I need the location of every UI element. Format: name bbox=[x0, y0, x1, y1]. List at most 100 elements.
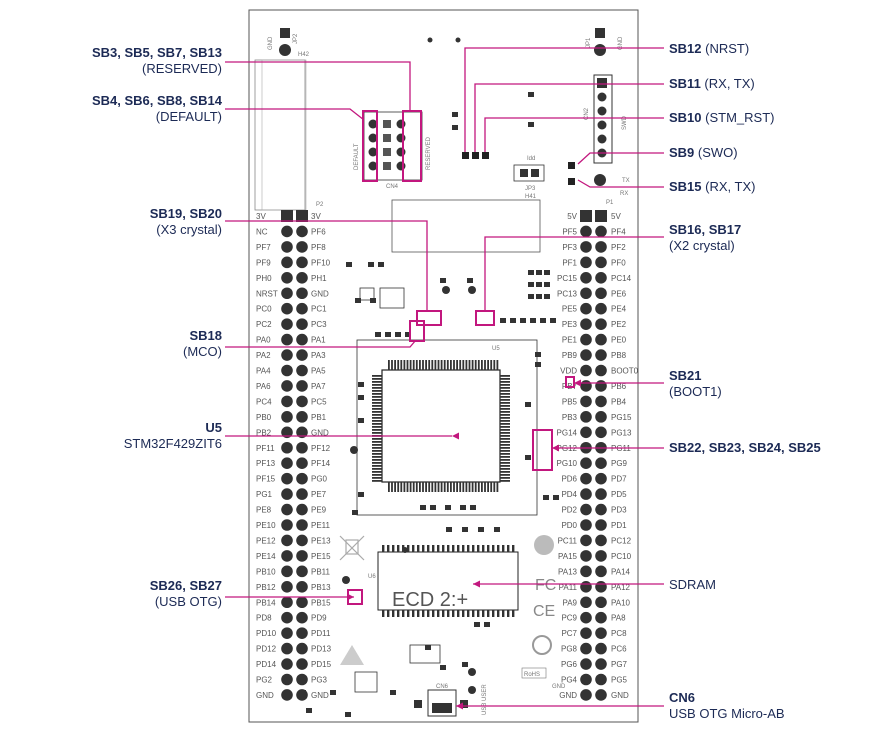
header-pin bbox=[595, 472, 607, 485]
header-pin bbox=[595, 318, 607, 330]
smd-component bbox=[550, 318, 556, 323]
pin-label: GND bbox=[311, 289, 329, 298]
pin-label: PA14 bbox=[611, 567, 631, 576]
pin-label: PF12 bbox=[311, 444, 331, 453]
header-pin bbox=[281, 642, 293, 655]
pin-label: PD10 bbox=[256, 629, 277, 638]
header-pin bbox=[580, 287, 592, 300]
mcu-pin bbox=[468, 482, 471, 492]
mcu-pin bbox=[500, 438, 510, 440]
mcu-pin bbox=[500, 426, 510, 428]
header-pin bbox=[595, 241, 607, 253]
pin-label: PE15 bbox=[311, 552, 331, 561]
smd-component bbox=[395, 332, 401, 337]
pin-label: PC15 bbox=[557, 274, 578, 283]
mcu-pin bbox=[500, 462, 510, 464]
mcu-pin bbox=[394, 360, 396, 370]
ce-mark: CE bbox=[533, 603, 555, 620]
mcu-pin bbox=[474, 482, 477, 492]
callout-title: SB26, SB27 bbox=[149, 578, 222, 593]
sdram-pin bbox=[442, 610, 445, 617]
sdram-pin bbox=[382, 610, 385, 617]
mcu-pin bbox=[500, 450, 510, 452]
sdram-pin bbox=[497, 545, 500, 552]
header-pin bbox=[595, 225, 607, 238]
solder-bridge-pad bbox=[568, 178, 575, 185]
callout-title: SB15 bbox=[669, 179, 702, 194]
mcu-pin bbox=[459, 482, 462, 492]
callout-title: SB21 bbox=[669, 368, 702, 383]
smd-component bbox=[462, 527, 468, 532]
smd-component bbox=[358, 382, 364, 387]
header-pin bbox=[580, 411, 592, 423]
sdram-pin bbox=[422, 545, 425, 552]
header-pin bbox=[595, 457, 607, 470]
mcu-pin bbox=[372, 459, 382, 461]
svg-text:U5: U5 bbox=[492, 346, 500, 352]
line-sb12 bbox=[464, 47, 664, 152]
header-pin bbox=[281, 534, 293, 547]
callout-desc: (SWO) bbox=[694, 145, 738, 160]
pin-label: PF10 bbox=[311, 258, 331, 267]
mcu-pin bbox=[484, 360, 486, 370]
smd-component bbox=[540, 318, 546, 323]
header-pin bbox=[580, 611, 592, 624]
header-pin bbox=[595, 287, 607, 300]
header-pin bbox=[580, 689, 592, 701]
mcu-pin bbox=[388, 482, 390, 492]
sdram-pin bbox=[477, 545, 480, 552]
callout-sb19-sb20: SB19, SB20 (X3 crystal) bbox=[150, 206, 222, 238]
header-pin bbox=[580, 581, 592, 593]
jp2-pad bbox=[280, 28, 290, 38]
mcu-pin bbox=[372, 453, 382, 455]
solder-bridge-pad bbox=[568, 162, 575, 169]
swd-pin bbox=[597, 78, 607, 88]
mcu-pin bbox=[372, 429, 382, 431]
mcu-pin bbox=[422, 482, 424, 492]
pin-label: PD1 bbox=[611, 521, 627, 530]
sdram-pin bbox=[467, 610, 470, 617]
header-pin bbox=[281, 411, 293, 423]
header-pin bbox=[296, 318, 308, 330]
pin-label: PF2 bbox=[611, 243, 626, 252]
pin-label: PA5 bbox=[311, 367, 326, 376]
sdram-pin bbox=[492, 545, 495, 552]
header-pin bbox=[296, 241, 308, 253]
pin-label: PC10 bbox=[611, 552, 632, 561]
mcu-pin bbox=[372, 447, 382, 449]
smd-component bbox=[544, 270, 550, 275]
pin-label: PB5 bbox=[562, 397, 578, 406]
pin-label: PG13 bbox=[611, 428, 632, 437]
smd-component bbox=[375, 332, 381, 337]
pin-label: PC11 bbox=[558, 536, 578, 545]
header-pin bbox=[580, 272, 592, 284]
header-pin bbox=[281, 457, 293, 470]
svg-text:Idd: Idd bbox=[527, 156, 535, 162]
swd-pin bbox=[597, 92, 607, 102]
header-pin bbox=[296, 256, 308, 269]
mcu-pin bbox=[500, 444, 510, 446]
mcu-pin bbox=[403, 360, 406, 370]
header-pin bbox=[580, 565, 592, 578]
mcu-pin bbox=[500, 393, 510, 395]
sdram-pin bbox=[457, 610, 460, 617]
pin-label: PE7 bbox=[311, 490, 327, 499]
mcu-pin bbox=[409, 482, 412, 492]
header-pin bbox=[580, 596, 592, 609]
smd-component bbox=[535, 352, 541, 357]
callout-sb11: SB11 (RX, TX) bbox=[669, 76, 755, 92]
header-pin bbox=[580, 426, 592, 439]
cn4-pin bbox=[383, 148, 391, 156]
callout-desc: (DEFAULT) bbox=[155, 109, 222, 124]
callout-title: SB22, SB23, SB24, SB25 bbox=[669, 440, 821, 455]
mcu-pin bbox=[500, 441, 510, 443]
sdram-pin bbox=[412, 610, 415, 617]
sdram-pin bbox=[432, 545, 435, 552]
svg-text:GND: GND bbox=[552, 684, 566, 690]
cn4-pin bbox=[396, 161, 406, 171]
pin-label: PD2 bbox=[561, 506, 577, 515]
callout-desc: (STM_RST) bbox=[701, 110, 775, 125]
mcu-pin bbox=[490, 360, 493, 370]
pin-label: NC bbox=[256, 227, 268, 236]
mcu-pin bbox=[428, 360, 431, 370]
